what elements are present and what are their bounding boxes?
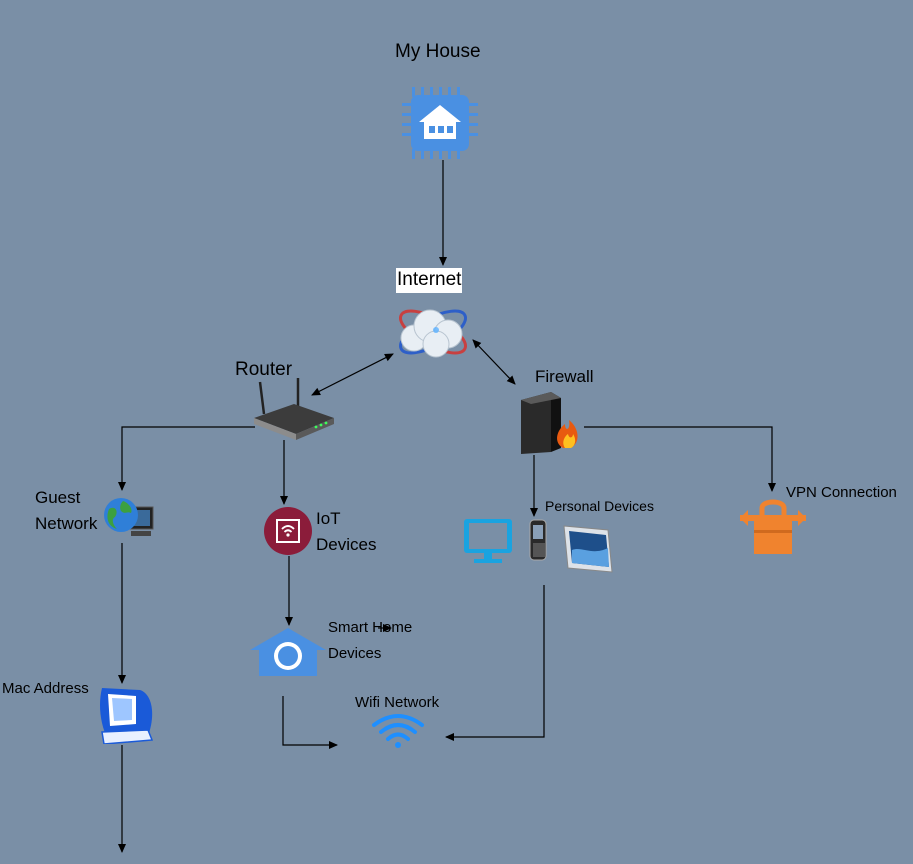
internet-label: Internet xyxy=(396,268,463,293)
mac-computer-icon[interactable] xyxy=(96,684,158,744)
edge-router-guest xyxy=(118,426,255,491)
edge-internet-firewall xyxy=(472,339,516,385)
edge-personal-wifi xyxy=(445,585,545,741)
iot-wifi-icon[interactable] xyxy=(263,506,313,556)
guest-label-line2: Network xyxy=(35,514,98,533)
router-icon[interactable] xyxy=(252,378,336,442)
wifi-icon[interactable] xyxy=(371,713,425,749)
iot-label-line2: Devices xyxy=(316,535,377,554)
wifi-label: Wifi Network xyxy=(355,694,440,711)
phone-icon[interactable] xyxy=(527,519,551,563)
smarthome-label-line1: Smart Home xyxy=(328,619,413,636)
vpn-label: VPN Connection xyxy=(786,484,897,501)
router-label: Router xyxy=(235,359,293,380)
smarthome-label-line2: Devices xyxy=(328,645,382,662)
personal-label: Personal Devices xyxy=(545,498,654,514)
iot-label-line1: IoT xyxy=(316,509,341,528)
edge-internet-router xyxy=(311,353,394,396)
cloud-globe-icon[interactable] xyxy=(392,300,474,366)
firewall-label: Firewall xyxy=(535,367,594,386)
vpn-lock-icon[interactable] xyxy=(740,494,806,556)
mac-label: Mac Address xyxy=(2,680,89,697)
tablet-icon[interactable] xyxy=(562,522,614,574)
house-label: My House xyxy=(395,41,481,62)
guest-label-line1: Guest xyxy=(35,488,81,507)
smart-home-icon[interactable] xyxy=(249,626,327,678)
edge-smarthome-wifi xyxy=(282,696,338,749)
house-chip-icon[interactable] xyxy=(402,85,478,161)
firewall-icon[interactable] xyxy=(519,390,581,456)
globe-computer-icon[interactable] xyxy=(101,495,155,543)
edge-firewall-vpn xyxy=(584,426,776,492)
monitor-icon[interactable] xyxy=(462,517,514,565)
